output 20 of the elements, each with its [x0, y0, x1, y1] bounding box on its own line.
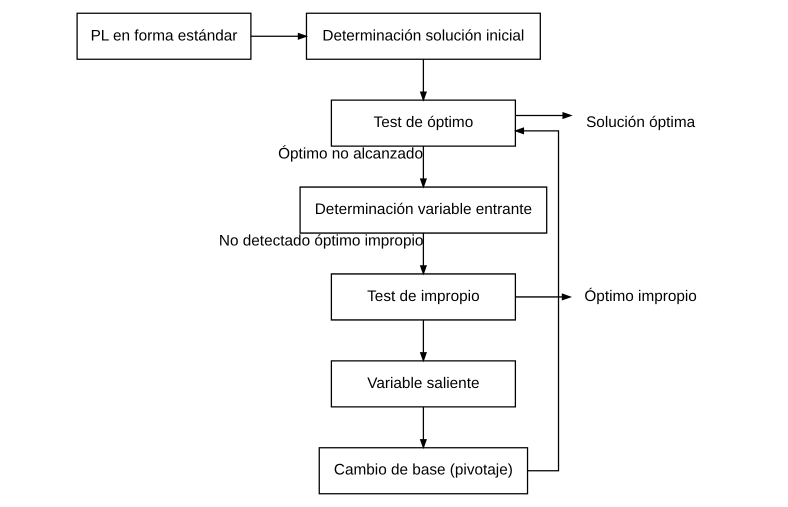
- arrow: [516, 293, 572, 301]
- node-box: Variable saliente: [330, 360, 516, 408]
- node-box: Determinación variable entrante: [299, 186, 548, 234]
- arrow: [251, 32, 308, 40]
- node-box: Cambio de base (pivotaje): [318, 447, 528, 494]
- node-box: Test de impropio: [330, 273, 516, 321]
- arrow: [420, 233, 427, 276]
- node-text: Óptimo impropio: [584, 288, 697, 305]
- node-box: Test de óptimo: [330, 100, 516, 147]
- node-box: Determinación solución inicial: [306, 12, 541, 60]
- node-box: PL en forma estándar: [76, 12, 252, 60]
- arrow: [516, 112, 573, 120]
- edge-label: Óptimo no alcanzado: [278, 145, 423, 162]
- arrow: [420, 320, 427, 362]
- arrow: [420, 146, 427, 189]
- arrow: [420, 60, 427, 102]
- edge-label: No detectado óptimo impropio: [218, 232, 424, 250]
- arrow: [420, 407, 427, 450]
- node-text: Solución óptima: [586, 114, 696, 132]
- arrow: [514, 127, 560, 472]
